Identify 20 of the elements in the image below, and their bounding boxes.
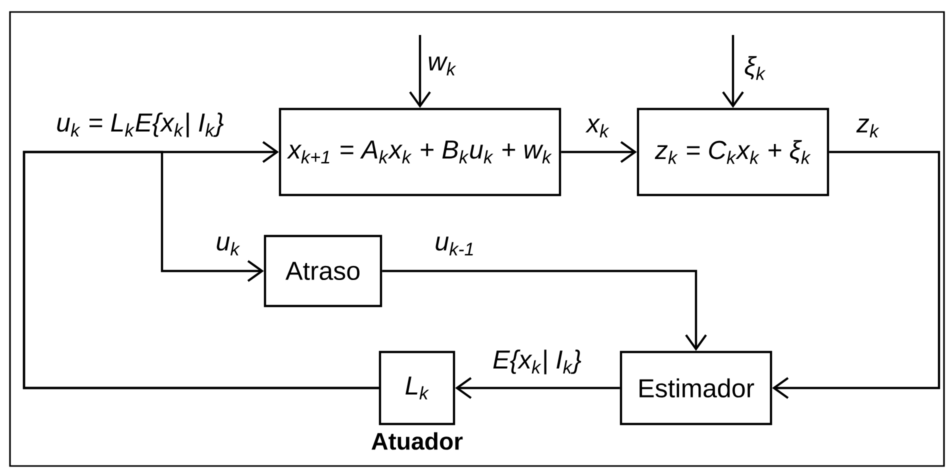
arrow xyxy=(722,35,744,108)
edge-label: u$_{k}$ xyxy=(214,234,242,258)
arrow xyxy=(455,377,620,399)
edge-label: u$_{k}$ = L$_{k}$E{x$_{k}$| I$_{k}$} xyxy=(54,110,226,140)
edge-label: w$_{k}$ xyxy=(426,54,458,78)
block-box: Atraso xyxy=(264,234,382,308)
arrow xyxy=(561,141,637,163)
block-box: x$_{k+1}$ = A$_{k}$x$_{k}$ + B$_{k}$u$_{k}$ + w$_{k}$ xyxy=(278,108,562,196)
edge-label: u$_{k-1}$ xyxy=(432,234,478,258)
edge-label: E{x$_{k}$| I$_{k}$} xyxy=(490,348,584,376)
edge-label: ξ$_{k}$ xyxy=(742,54,768,82)
block-box: L$_{k}$ xyxy=(378,350,456,426)
edge-label: x$_{k}$ xyxy=(584,116,612,140)
block-box: z$_{k}$ = C$_{k}$x$_{k}$ + ξ$_{k}$ xyxy=(636,108,830,196)
arrow xyxy=(382,270,707,351)
block-caption: Atuador xyxy=(372,432,463,450)
block-box: Estimador xyxy=(620,350,772,426)
arrow xyxy=(772,150,940,399)
arrow xyxy=(409,35,431,108)
edge-label: z$_{k}$ xyxy=(854,116,882,140)
